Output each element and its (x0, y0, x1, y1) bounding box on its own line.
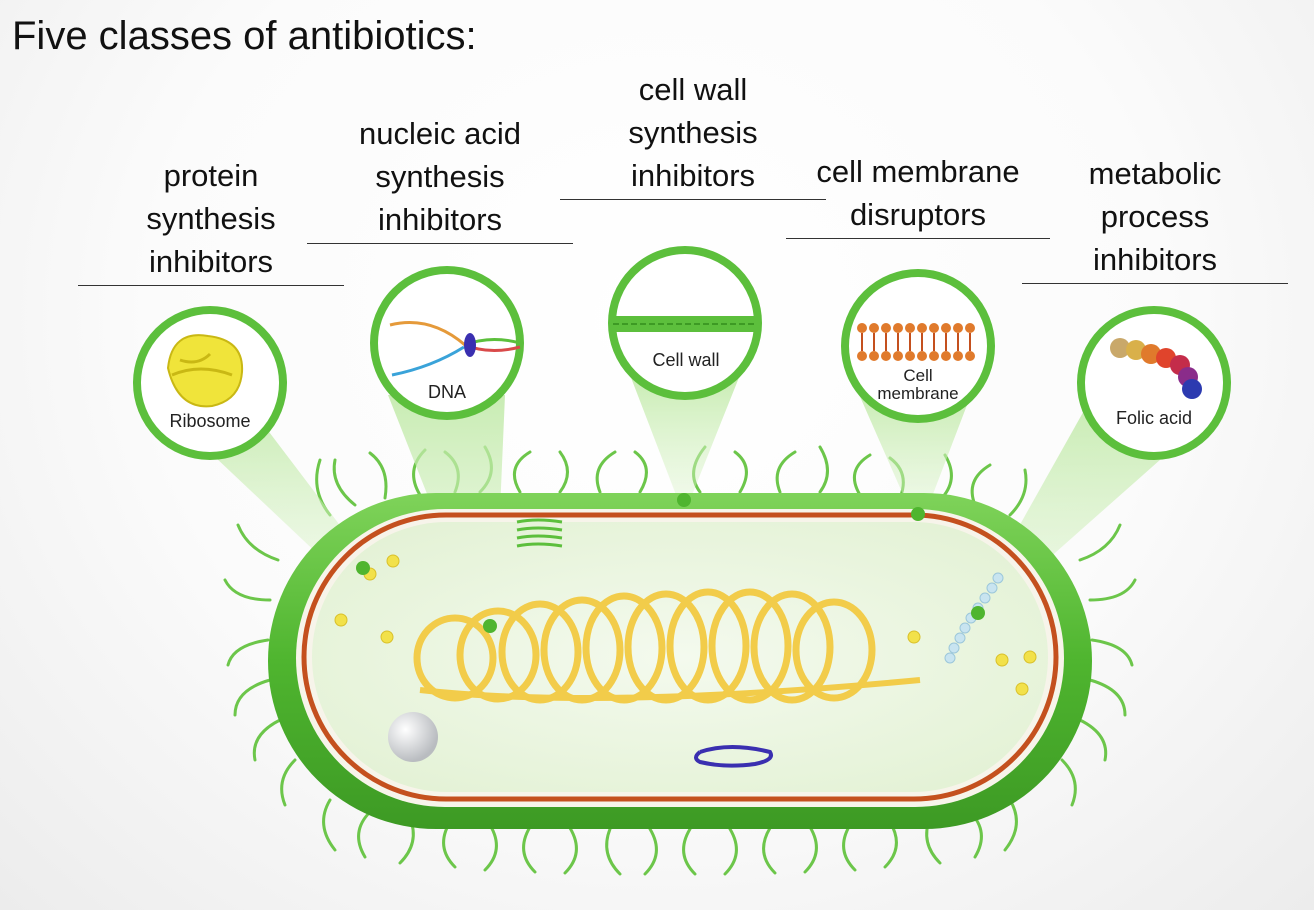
target-label: DNA (428, 382, 466, 402)
dna-icon (389, 321, 521, 377)
label-line: metabolic (1088, 156, 1222, 191)
inner-cell-wall (301, 512, 1059, 802)
label-line: protein (163, 158, 259, 193)
label-nucleic-acid-synthesis-inhibitors: nucleic acid synthesis inhibitors (307, 112, 573, 244)
label-line: process (1100, 199, 1210, 234)
target-label: membrane (877, 384, 958, 403)
target-points (356, 493, 985, 633)
label-line: inhibitors (630, 158, 756, 193)
plasmid (694, 745, 773, 768)
label-line: synthesis (375, 159, 505, 194)
label-cell-membrane-disruptors: cell membrane disruptors (786, 150, 1050, 239)
target-cell-membrane: Cell membrane (841, 269, 995, 423)
target-label: Ribosome (169, 411, 250, 431)
label-line: cell wall (638, 72, 748, 107)
label-line: synthesis (146, 201, 276, 236)
label-line: nucleic acid (359, 116, 521, 151)
label-cell-wall-synthesis-inhibitors: cell wall synthesis inhibitors (560, 68, 826, 200)
label-line: inhibitors (377, 202, 503, 237)
label-line: inhibitors (1092, 242, 1218, 277)
folic-acid-icon (1110, 338, 1202, 399)
cytoplasm (312, 522, 1048, 792)
nucleoid-dna-coil (413, 588, 921, 704)
label-line: disruptors (849, 197, 987, 232)
target-label: Cell wall (652, 350, 719, 370)
inclusion-body (388, 712, 438, 762)
label-protein-synthesis-inhibitors: protein synthesis inhibitors (78, 154, 344, 286)
target-label: Folic acid (1116, 408, 1192, 428)
label-line: synthesis (628, 115, 758, 150)
membrane-icon (857, 323, 975, 361)
target-ribosome: Ribosome (133, 306, 287, 460)
page-title: Five classes of antibiotics: (12, 14, 477, 58)
label-line: cell membrane (816, 154, 1020, 189)
target-label: Cell (903, 366, 932, 385)
label-line: inhibitors (148, 244, 274, 279)
target-dna: DNA (370, 266, 524, 420)
target-cell-wall: Cell wall (608, 246, 762, 400)
target-folic-acid: Folic acid (1077, 306, 1231, 460)
ribosome-dots (334, 554, 1037, 696)
label-metabolic-process-inhibitors: metabolic process inhibitors (1022, 152, 1288, 284)
mesosome (516, 518, 563, 548)
ribosome-icon (166, 334, 244, 408)
